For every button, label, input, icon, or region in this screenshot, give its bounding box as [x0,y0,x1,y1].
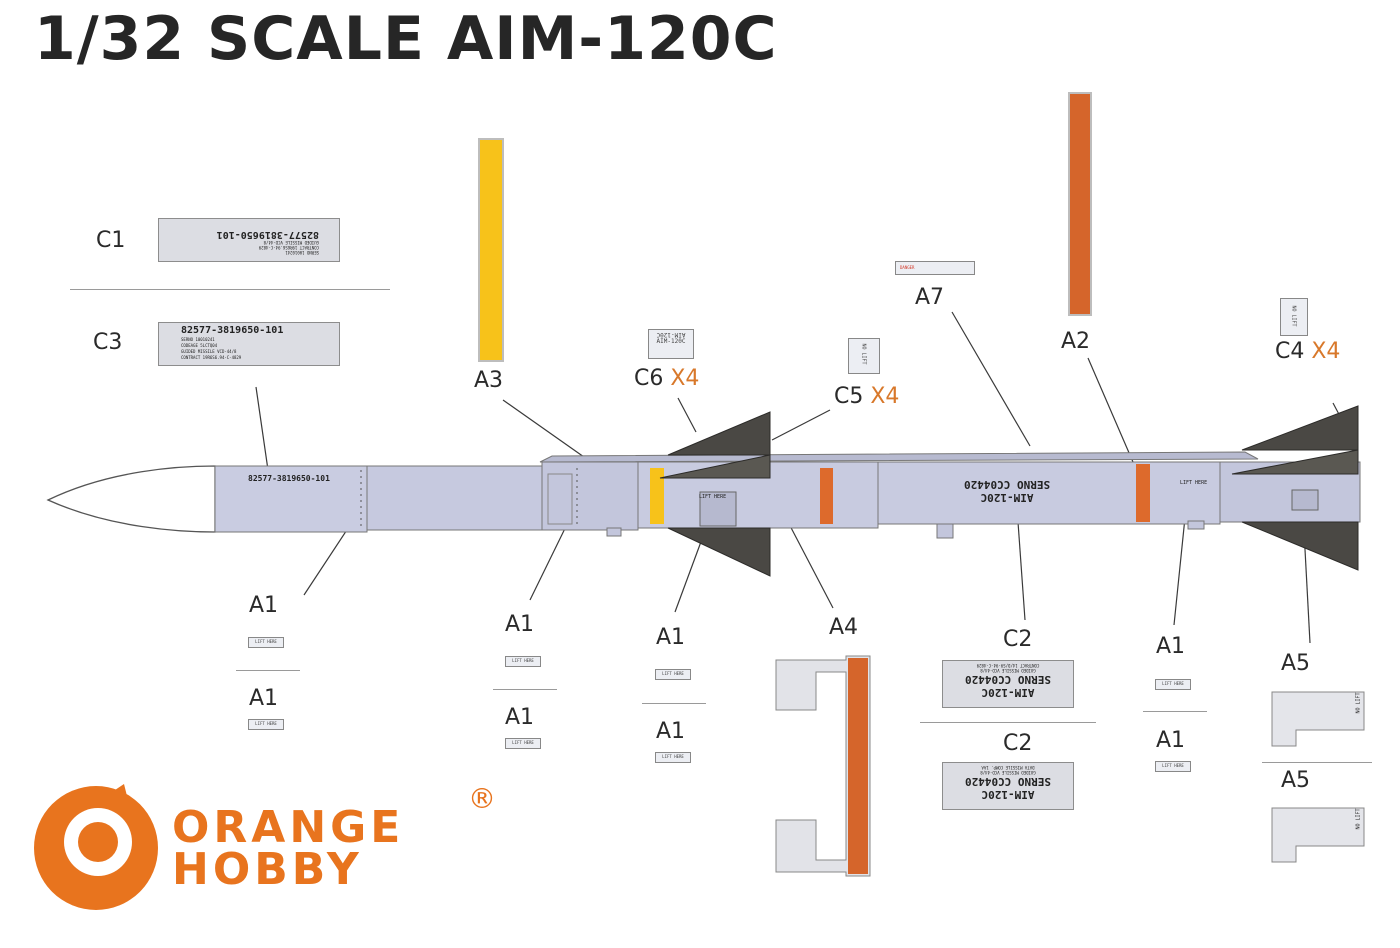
missile [46,405,1361,577]
a1-lift-here-decal: LIFT HERE [248,719,284,730]
a1-lift-here-decal: LIFT HERE [248,637,284,648]
leader-c2 [1016,507,1026,621]
missile-lift-here: LIFT HERE [699,494,727,500]
access-panel [547,473,573,525]
logo-orange: ORANGE [172,802,405,853]
missile-lift-here: LIFT HERE [1180,480,1208,486]
label-a1: A1 [1156,634,1186,659]
a5-no-lift: NO LIFT [1355,808,1362,830]
leader-a4 [786,519,834,609]
tail-fin-top [1241,405,1359,451]
a5-decal-1 [1271,691,1365,747]
c4-decal: NO LIFT [1280,298,1308,336]
a1-lift-here-decal: LIFT HERE [655,669,691,680]
separator-c1-c3 [70,289,390,290]
rocket-motor [877,461,1221,525]
label-a2: A2 [1061,329,1091,354]
label-a7: A7 [915,285,945,310]
label-c1: C1 [96,228,126,253]
label-a5: A5 [1281,651,1311,676]
hanger-1 [606,527,622,537]
label-c6: C6 X4 [634,366,700,391]
orange-band-2 [1136,464,1150,522]
body-section-2 [541,461,639,531]
a2-orange-stripe-decal [1068,92,1092,316]
a7-decal: DANGER [895,261,975,275]
label-a1: A1 [505,705,535,730]
c6-decal: AIM-120C AIM-120C [648,329,694,359]
a1-lift-here-decal: LIFT HERE [1155,679,1191,690]
separator-a1-3 [642,703,706,704]
wing-bottom [667,527,771,577]
label-c4: C4 X4 [1275,339,1341,364]
label-a1: A1 [249,686,279,711]
logo-hobby: HOBBY [172,844,363,895]
label-a1: A1 [656,719,686,744]
hanger-3 [1187,520,1205,530]
body-section-1 [366,465,543,531]
label-a3: A3 [474,368,504,393]
separator-c2 [920,722,1096,723]
tail-fin-mid [1231,449,1359,475]
label-c2: C2 [1003,627,1033,652]
separator-a5 [1262,762,1372,763]
raceway [539,451,1259,463]
c5-decal: NO LIFT [848,338,880,374]
label-a5: A5 [1281,768,1311,793]
label-c2: C2 [1003,731,1033,756]
guidance-section [214,465,368,533]
leader-c5 [771,409,831,441]
c2-decal-1: AIM-120C SERNO CC04420 GUIDED MISSILE VC… [942,660,1074,708]
separator-a1-2 [493,689,557,690]
label-c5: C5 X4 [834,384,900,409]
c2-decal-2: AIM-120C SERNO CC04420 GUIDED MISSILE VC… [942,762,1074,810]
label-a1: A1 [249,593,279,618]
a1-lift-here-decal: LIFT HERE [1155,761,1191,772]
wing-top [667,411,771,456]
tail-fin-root [1291,489,1319,511]
hanger-2 [936,523,954,539]
separator-a1-4 [1143,711,1207,712]
leader-a7 [951,311,1031,447]
separator-a1-1 [236,670,300,671]
c3-decal: 82577-3819650-101 SERNO 10010241 CODEAGE… [158,322,340,366]
label-a1: A1 [1156,728,1186,753]
label-a1: A1 [505,612,535,637]
a5-decal-2 [1271,807,1365,863]
leader-c6 [677,397,697,433]
a1-lift-here-decal: LIFT HERE [655,752,691,763]
orange-band-1 [820,468,833,524]
logo-registered: ® [468,782,496,815]
wing-mid [659,454,771,479]
a4-orange-stripe [848,658,868,874]
a1-lift-here-decal: LIFT HERE [505,656,541,667]
page-title: 1/32 SCALE AIM-120C [34,4,778,74]
c1-decal: SERNO 10010241 CONTRACT 19R6S6.94-C-4829… [158,218,340,262]
wing-root [699,491,737,527]
yellow-band [650,468,664,524]
a5-no-lift: NO LIFT [1355,692,1362,714]
tail-fin-bottom [1241,521,1359,571]
missile-serno: AIM-120C SERNO CC04420 [964,478,1051,504]
a1-lift-here-decal: LIFT HERE [505,738,541,749]
label-a4: A4 [829,615,859,640]
leader-a2 [1087,357,1134,463]
label-a1: A1 [656,625,686,650]
missile-part-number: 82577-3819650-101 [248,474,330,483]
a4-decal-frame [775,655,871,877]
label-c3: C3 [93,330,123,355]
a3-yellow-stripe-decal [478,138,504,362]
logo-mark [34,784,158,910]
nose-cone [46,465,216,533]
leader-c3 [255,386,269,471]
